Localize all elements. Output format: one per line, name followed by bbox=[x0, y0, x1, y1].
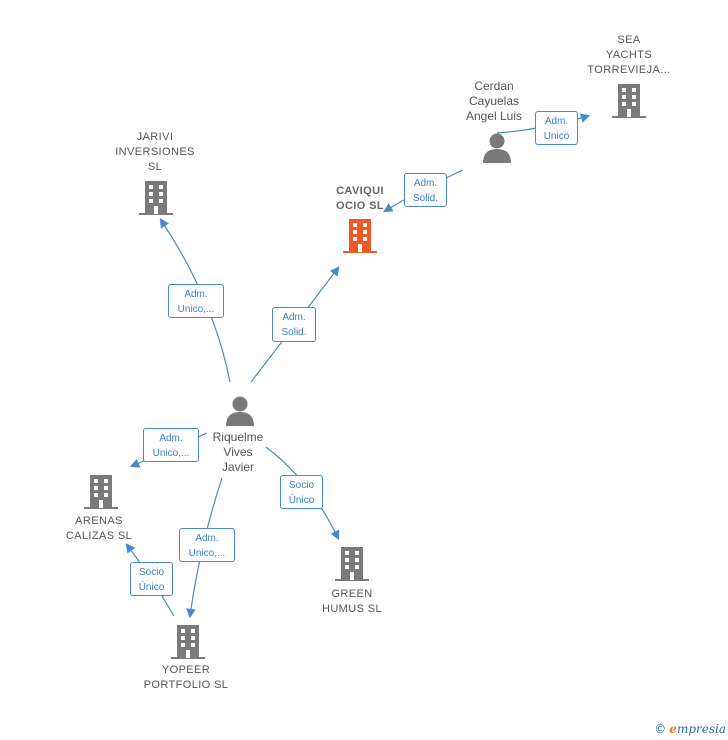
person-icon bbox=[483, 133, 511, 163]
building-icon bbox=[84, 475, 118, 509]
node-label-riquelme[interactable]: Riquelme Vives Javier bbox=[212, 430, 264, 474]
brand-initial: e bbox=[669, 722, 677, 736]
building-icon bbox=[612, 84, 646, 118]
building-icon bbox=[335, 547, 369, 581]
brand-name: mpresia bbox=[676, 722, 726, 736]
building-icon-focus bbox=[343, 219, 377, 253]
node-label-arenas[interactable]: ARENAS CALIZAS SL bbox=[65, 515, 133, 542]
copyright-icon: © bbox=[654, 722, 667, 736]
edge-label-riquelme-arenas[interactable]: Adm. Unico,... bbox=[143, 428, 199, 462]
node-label-cerdan[interactable]: Cerdan Cayuelas Angel Luis bbox=[465, 79, 523, 123]
edge-label-cerdan-caviqui[interactable]: Adm. Solid. bbox=[404, 173, 447, 207]
brand-footer[interactable]: ©empresia bbox=[654, 722, 726, 736]
node-label-caviqui[interactable]: CAVIQUI OCIO SL bbox=[335, 185, 385, 212]
building-icon bbox=[139, 181, 173, 215]
node-label-green[interactable]: GREEN HUMUS SL bbox=[321, 588, 383, 615]
edge-label-riquelme-jarivi[interactable]: Adm. Unico,... bbox=[168, 284, 224, 318]
edge-label-cerdan-sea[interactable]: Adm. Unico bbox=[535, 111, 578, 145]
edge-label-riquelme-green[interactable]: Socio Único bbox=[280, 475, 323, 509]
node-label-sea-yachts[interactable]: SEA YACHTS TORREVIEJA... bbox=[587, 34, 671, 76]
person-icon bbox=[226, 396, 254, 426]
node-label-yopeer[interactable]: YOPEER PORTFOLIO SL bbox=[143, 664, 229, 691]
edge-label-riquelme-yopeer[interactable]: Adm. Unico,... bbox=[179, 528, 235, 562]
edge-label-yopeer-arenas[interactable]: Socio Único bbox=[130, 562, 173, 596]
node-label-jarivi[interactable]: JARIVI INVERSIONES SL bbox=[115, 131, 195, 173]
edge-label-riquelme-caviqui[interactable]: Adm. Solid. bbox=[272, 307, 316, 342]
building-icon bbox=[171, 625, 205, 659]
